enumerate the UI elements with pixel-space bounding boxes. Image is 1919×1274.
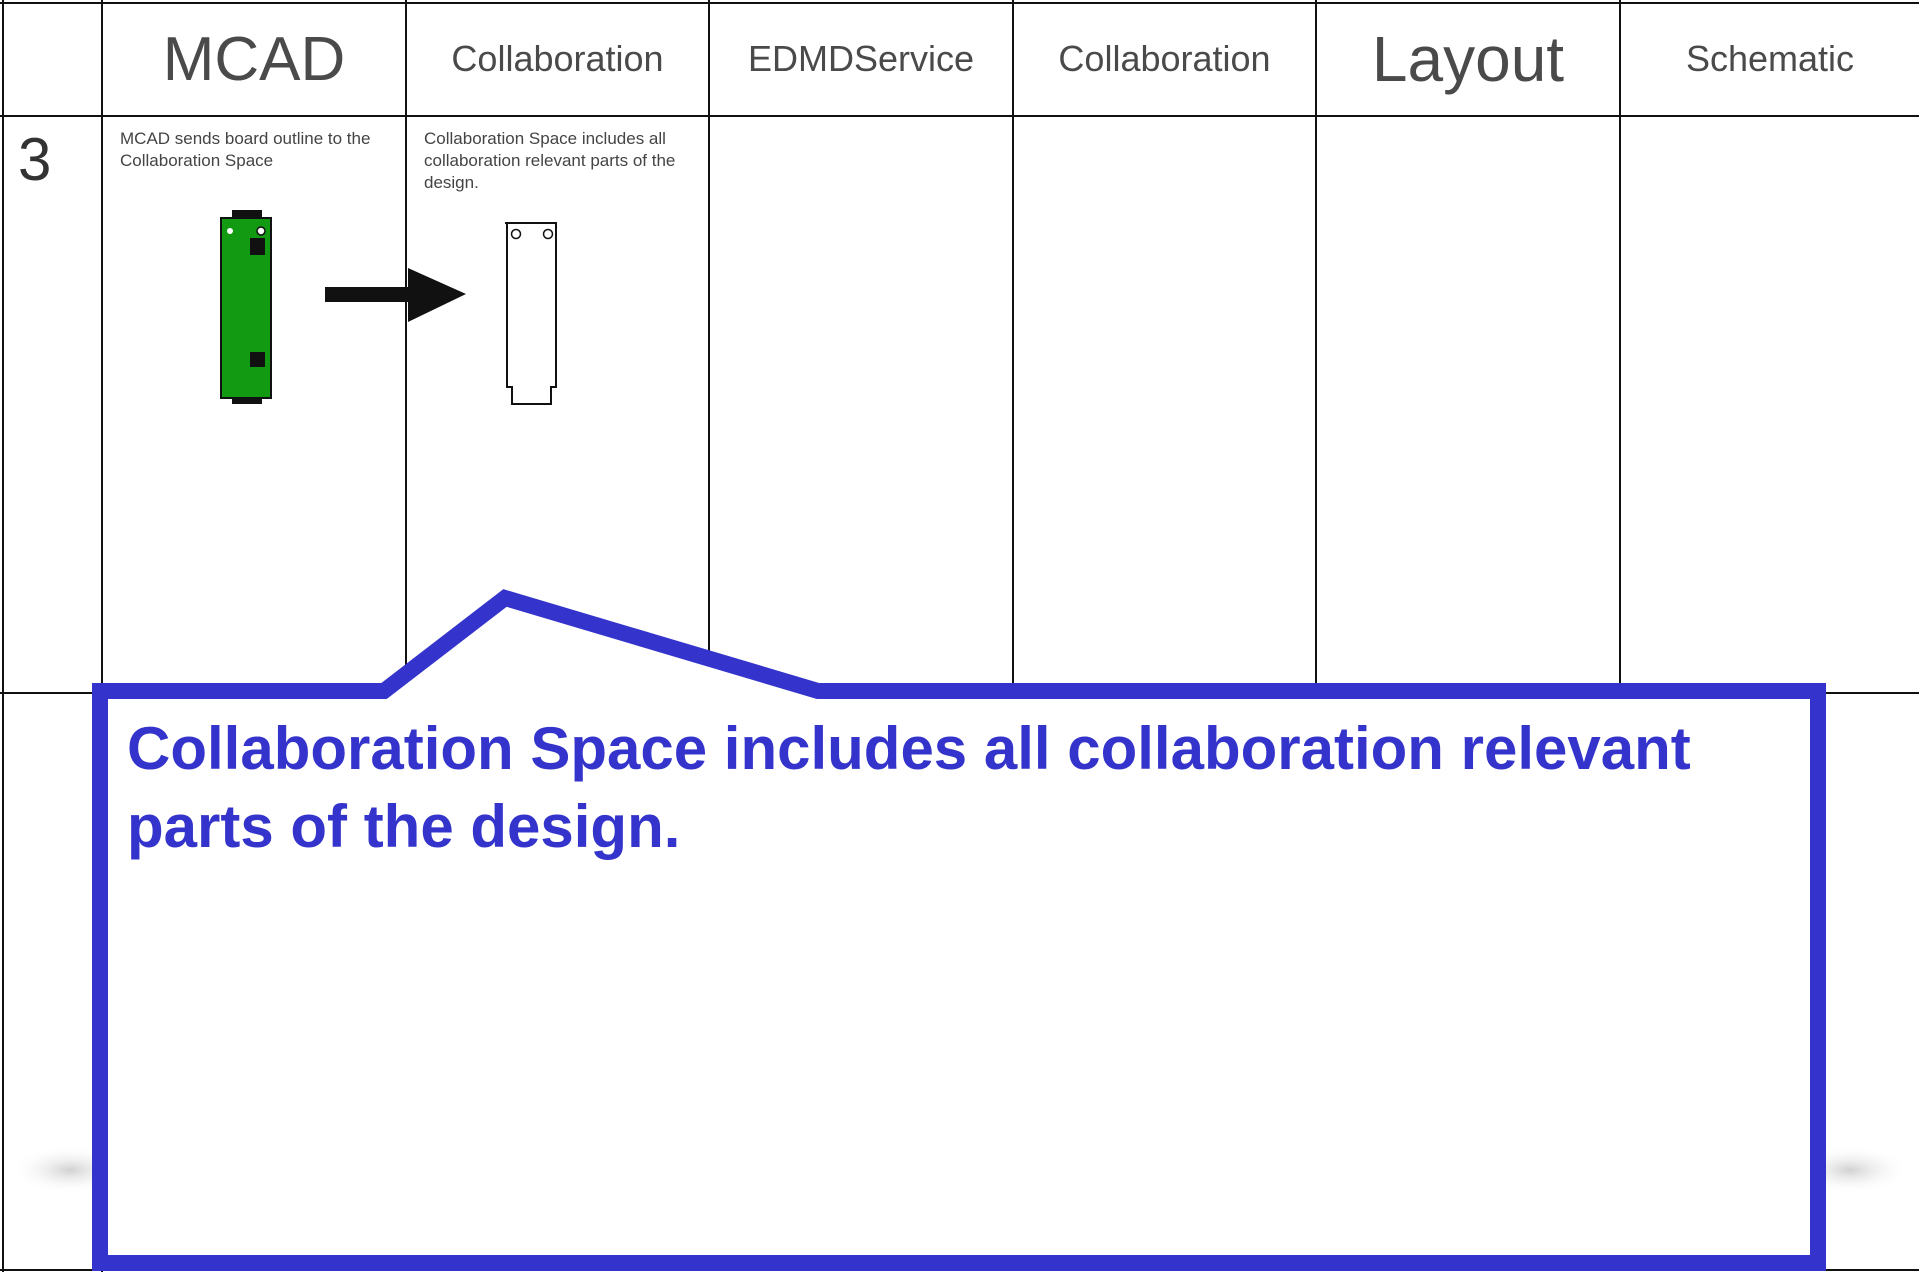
header-edmdservice: EDMDService bbox=[747, 38, 975, 79]
callout-box bbox=[92, 589, 1826, 1271]
column-divider-4 bbox=[1012, 0, 1014, 695]
header-collaboration: Collaboration bbox=[451, 38, 664, 79]
column-divider-5 bbox=[1315, 0, 1317, 695]
grid-left-border bbox=[2, 0, 4, 1272]
board-outline-icon bbox=[505, 222, 557, 405]
transfer-arrow-icon bbox=[325, 268, 466, 322]
header-mcad: MCAD bbox=[162, 24, 346, 94]
header-collaboration-2: Collaboration bbox=[1058, 38, 1271, 79]
column-divider-3 bbox=[708, 0, 710, 695]
mcad-note: MCAD sends board outline to the Collabor… bbox=[120, 129, 371, 170]
header-schematic: Schematic bbox=[1685, 38, 1855, 79]
header-layout: Layout bbox=[1371, 23, 1565, 95]
column-divider-6 bbox=[1619, 0, 1621, 695]
pcb-board-icon bbox=[220, 210, 272, 404]
grid-top-border bbox=[0, 2, 1919, 4]
collaboration-note: Collaboration Space includes all collabo… bbox=[424, 129, 676, 192]
outline-hole-left-icon bbox=[510, 228, 522, 240]
outline-hole-right-icon bbox=[542, 228, 554, 240]
header-divider bbox=[0, 115, 1919, 117]
column-divider-1 bbox=[101, 0, 103, 1272]
row-number: 3 bbox=[18, 126, 52, 193]
column-divider-2 bbox=[405, 0, 407, 695]
callout-text: Collaboration Space includes all collabo… bbox=[127, 715, 1691, 860]
